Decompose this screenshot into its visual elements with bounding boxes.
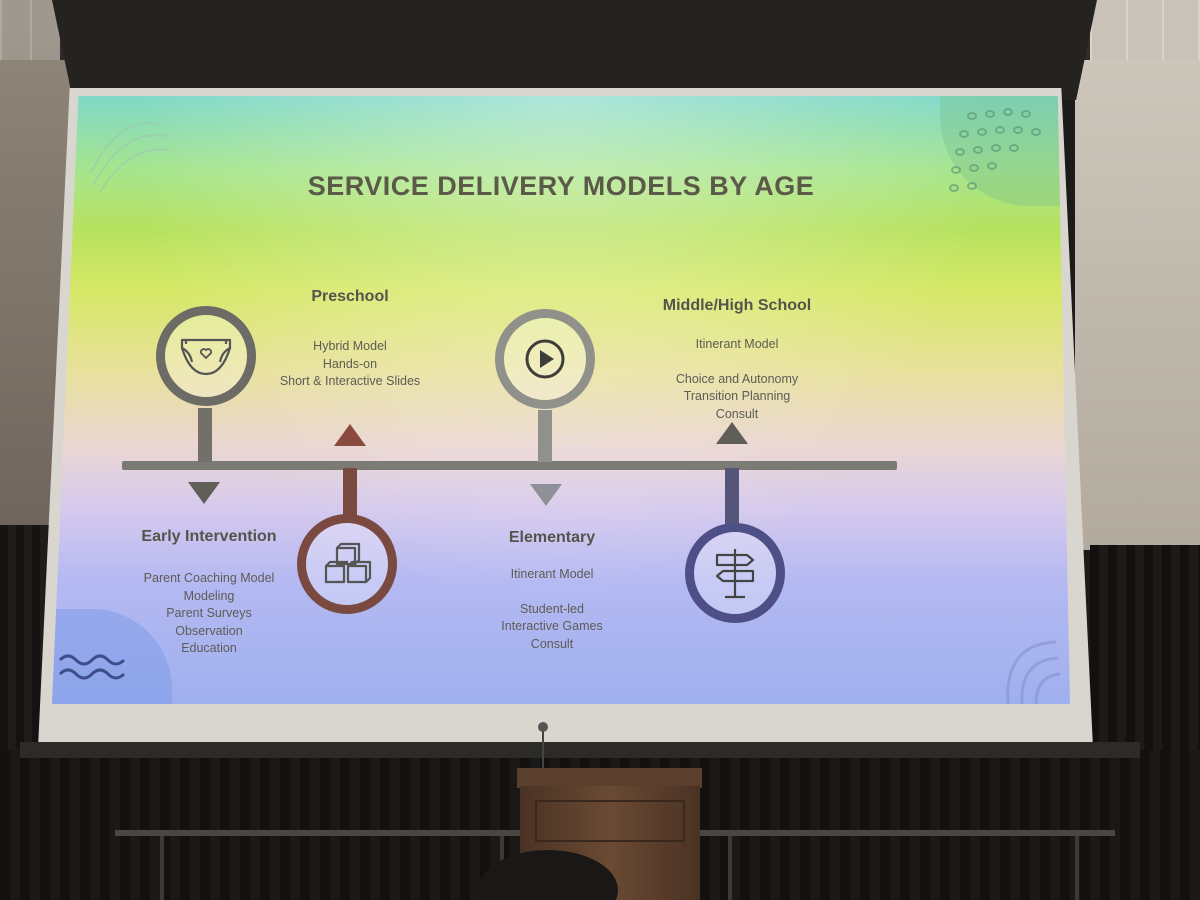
blocks-icon	[324, 542, 372, 584]
lines-preschool: Hybrid Model Hands-on Short & Interactiv…	[250, 338, 450, 391]
play-button-icon	[525, 339, 565, 379]
slide-title: SERVICE DELIVERY MODELS BY AGE	[307, 171, 815, 201]
elementary-line-1: Itinerant Model	[510, 567, 594, 581]
middle-line-4: Consult	[715, 406, 759, 421]
diaper-icon	[180, 338, 232, 376]
ceiling-tiles-right	[1090, 0, 1200, 70]
middle-line-1: Itinerant Model	[695, 337, 779, 351]
stem-early-intervention	[198, 408, 212, 462]
decoration-top-left	[89, 121, 169, 193]
ring-early-intervention	[156, 306, 256, 406]
signpost-icon	[715, 549, 755, 599]
spacer	[637, 354, 837, 371]
rail-post	[728, 836, 732, 900]
stem-preschool	[343, 468, 357, 518]
heading-preschool: Preschool	[311, 288, 389, 305]
ceiling-tiles-left	[0, 0, 60, 70]
lines-early-intervention: Parent Coaching Model Modeling Parent Su…	[122, 570, 296, 658]
screen-housing	[52, 0, 1097, 100]
triangle-elementary	[530, 484, 562, 506]
decoration-bottom-right	[1006, 640, 1061, 704]
heading-elementary: Elementary	[508, 529, 596, 546]
middle-line-2: Choice and Autonomy	[675, 371, 799, 386]
triangle-early-intervention	[188, 482, 220, 504]
lines-elementary: Itinerant Model Student-led Interactive …	[452, 566, 652, 653]
rail-post	[1075, 836, 1079, 900]
elementary-line-4: Consult	[530, 636, 574, 651]
screen-bottom-bar	[20, 742, 1140, 758]
ring-preschool	[297, 514, 397, 614]
timeline-bar	[122, 461, 897, 470]
early-line-3: Parent Surveys	[166, 606, 252, 620]
preschool-line-2: Hands-on	[322, 356, 378, 371]
early-line-5: Education	[181, 641, 237, 655]
microphone-icon	[538, 722, 548, 770]
heading-early-intervention: Early Intervention	[141, 528, 277, 545]
spacer	[452, 584, 652, 601]
early-line-4: Observation	[175, 623, 243, 638]
stem-middle-high-school	[725, 468, 739, 524]
heading-middle-high-school: Middle/High School	[662, 297, 812, 314]
elementary-line-2: Student-led	[520, 601, 584, 616]
ring-elementary	[495, 309, 595, 409]
early-line-1: Parent Coaching Model	[143, 571, 275, 585]
podium-panel	[535, 800, 685, 842]
triangle-middle-high-school	[716, 422, 748, 444]
stem-elementary	[538, 410, 552, 462]
slide: SERVICE DELIVERY MODELS BY AGE Early Int…	[52, 96, 1070, 704]
ring-middle-high-school	[685, 523, 785, 623]
preschool-line-3: Short & Interactive Slides	[279, 374, 421, 388]
elementary-line-3: Interactive Games	[501, 619, 603, 633]
podium-top	[517, 768, 702, 788]
rail-post	[160, 836, 164, 900]
early-line-2: Modeling	[183, 588, 235, 603]
decoration-waves	[58, 654, 126, 680]
wall-right	[1075, 60, 1200, 550]
lines-middle-high-school: Itinerant Model Choice and Autonomy Tran…	[637, 336, 837, 423]
preschool-line-1: Hybrid Model	[313, 339, 387, 353]
triangle-preschool	[334, 424, 366, 446]
decoration-dots	[949, 108, 1041, 192]
middle-line-3: Transition Planning	[683, 389, 791, 403]
